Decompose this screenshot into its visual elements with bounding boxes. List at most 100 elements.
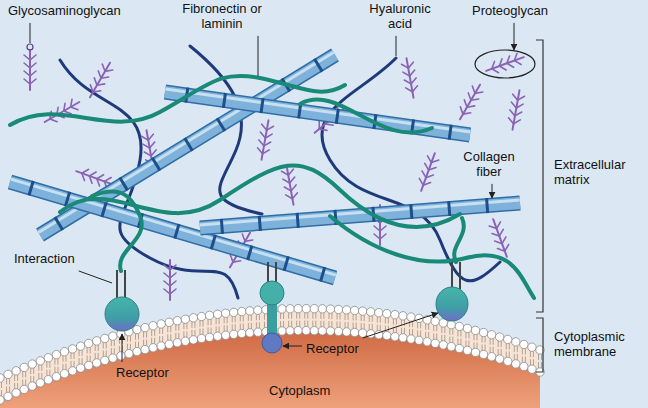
lipid-head xyxy=(358,329,366,337)
lipid-tail xyxy=(457,330,458,336)
lipid-tail xyxy=(138,334,139,340)
gag-chain xyxy=(87,176,94,183)
lipid-head xyxy=(230,330,238,338)
lipid-tail xyxy=(17,383,18,389)
lipid-tail xyxy=(307,321,308,327)
lipid-tail xyxy=(30,376,31,382)
part-label: Fibronectin or laminin xyxy=(182,2,262,32)
lipid-head xyxy=(455,344,463,352)
lipid-head xyxy=(36,379,44,387)
collagen-fiber xyxy=(200,198,520,234)
gag-chain xyxy=(497,246,504,253)
gag-chain xyxy=(284,186,291,192)
lipid-tail xyxy=(38,373,39,379)
gag-chain xyxy=(233,258,241,265)
lipid-tail xyxy=(248,323,249,329)
lipid-head xyxy=(367,308,375,316)
lipid-head xyxy=(294,304,302,312)
lipid-tail xyxy=(191,322,192,328)
lipid-head xyxy=(141,345,149,353)
lipid-head xyxy=(407,335,415,343)
lipid-tail xyxy=(328,321,329,327)
lipid-tail xyxy=(530,359,531,365)
fiber-band xyxy=(217,118,225,131)
gag-chain xyxy=(374,226,380,231)
lipid-tail xyxy=(57,367,58,373)
lipid-tail xyxy=(175,333,176,339)
lipid-tail xyxy=(216,326,217,332)
lipid-tail xyxy=(304,321,305,327)
gag-chain xyxy=(265,133,272,139)
lipid-head xyxy=(318,327,326,335)
fibronectin-strand xyxy=(300,100,432,133)
fiber-band xyxy=(411,204,412,219)
leader-line xyxy=(79,271,112,283)
gag-chain xyxy=(426,173,433,180)
lipid-tail xyxy=(103,342,104,348)
lipid-tail xyxy=(460,330,461,336)
lipid-tail xyxy=(183,323,184,329)
lipid-tail xyxy=(345,314,346,320)
gag-chain xyxy=(514,119,521,125)
lipid-tail xyxy=(219,318,220,324)
lipid-tail xyxy=(79,350,80,356)
lipid-head xyxy=(238,307,246,315)
lipid-head xyxy=(399,334,407,342)
lipid-head xyxy=(254,328,262,336)
lipid-tail xyxy=(501,349,502,355)
lipid-tail xyxy=(135,342,136,348)
lipid-head xyxy=(278,305,286,313)
gag-chain xyxy=(498,229,505,236)
gag-chain xyxy=(489,224,496,231)
lipid-tail xyxy=(485,345,486,351)
lipid-tail xyxy=(364,315,365,321)
lipid-tail xyxy=(417,322,418,328)
gag-chain xyxy=(105,67,113,74)
gag-chain xyxy=(374,234,380,239)
gag-chain xyxy=(289,177,296,183)
lipid-head xyxy=(286,327,294,335)
lipid-tail xyxy=(41,365,42,371)
lipid-tail xyxy=(380,325,381,331)
lipid-head xyxy=(181,337,189,345)
part-label: Receptor xyxy=(116,366,169,381)
lipid-tail xyxy=(57,359,58,365)
lipid-tail xyxy=(71,353,72,359)
lipid-tail xyxy=(356,314,357,320)
part-label: Collagen fiber xyxy=(458,150,520,180)
lipid-tail xyxy=(103,350,104,356)
leader-line xyxy=(492,184,493,198)
gag-chain xyxy=(95,179,102,186)
gag-chain xyxy=(240,234,248,241)
gag-chain xyxy=(509,110,516,116)
lipid-tail xyxy=(106,342,107,348)
lipid-tail xyxy=(162,336,163,342)
lipid-tail xyxy=(211,319,212,325)
fiber-band xyxy=(321,267,325,281)
gag-chain xyxy=(170,265,176,270)
lipid-tail xyxy=(280,313,281,319)
lipid-head xyxy=(117,352,125,360)
fiber-band xyxy=(336,109,338,124)
lipid-tail xyxy=(98,353,99,359)
lipid-tail xyxy=(95,353,96,359)
lipid-head xyxy=(68,345,76,353)
lipid-tail xyxy=(465,332,466,338)
lipid-tail xyxy=(208,319,209,325)
gag-chain xyxy=(292,193,299,199)
lipid-head xyxy=(101,356,109,364)
lipid-tail xyxy=(14,375,15,381)
lipid-tail xyxy=(243,316,244,322)
gag-chain xyxy=(93,88,101,95)
lipid-tail xyxy=(111,340,112,346)
lipid-tail xyxy=(420,322,421,328)
lipid-head xyxy=(391,310,399,318)
lipid-tail xyxy=(401,328,402,334)
lipid-head xyxy=(246,329,254,337)
lipid-tail xyxy=(315,321,316,327)
lipid-tail xyxy=(30,368,31,374)
gag-chain xyxy=(257,148,264,154)
lipid-tail xyxy=(490,339,491,345)
lipid-tail xyxy=(9,378,10,384)
lipid-tail xyxy=(211,327,212,333)
